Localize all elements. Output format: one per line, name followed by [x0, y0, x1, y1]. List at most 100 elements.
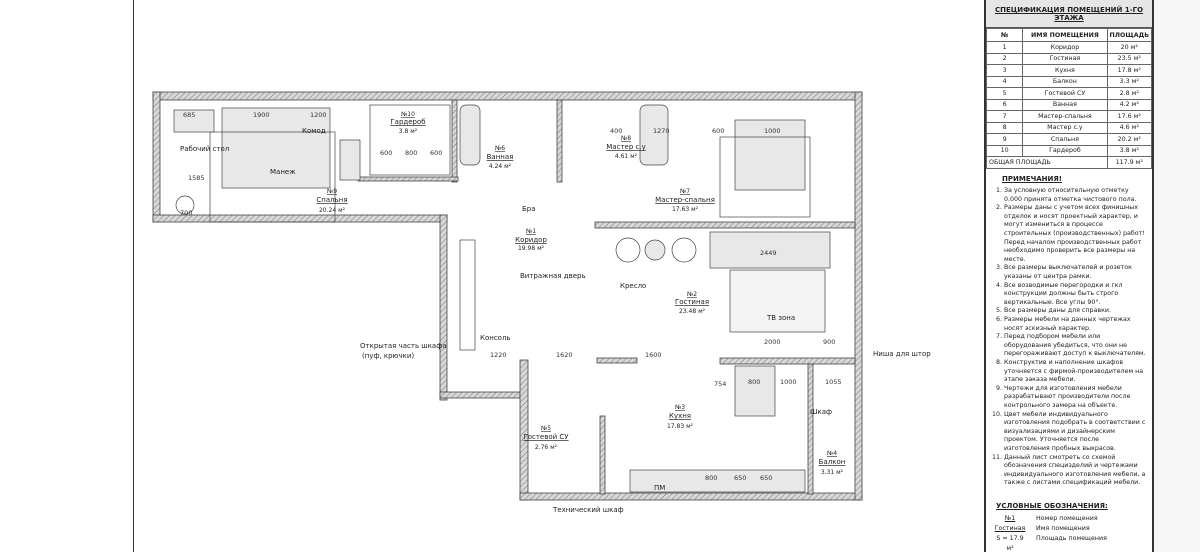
svg-text:754: 754 — [714, 380, 726, 388]
wardrobe — [369, 104, 451, 176]
spec-cell-no: 7 — [985, 110, 1024, 123]
svg-text:№10: №10 — [401, 111, 415, 118]
spec-cell-name: Гостевой СУ — [1022, 87, 1108, 100]
total-area: 117.9 м² — [1106, 156, 1153, 169]
note-item: Данный лист смотреть со схемой обозначен… — [1004, 454, 1146, 488]
svg-text:650: 650 — [734, 474, 746, 482]
notes-title: ПРИМЕЧАНИЯ! — [1002, 174, 1062, 183]
spec-cell-no: 4 — [985, 75, 1024, 88]
spec-title: СПЕЦИФИКАЦИЯ ПОМЕЩЕНИЙ 1-ГО ЭТАЖА — [986, 0, 1152, 28]
annotation-dresser: Комод — [302, 127, 326, 135]
kitchen-counter — [629, 469, 806, 493]
svg-text:650: 650 — [760, 474, 772, 482]
spec-cell-area: 17.8 м² — [1106, 64, 1153, 77]
spec-cell-area: 23.5 м² — [1106, 52, 1153, 65]
header-no: № — [985, 28, 1024, 42]
dresser — [339, 139, 361, 181]
spec-cell-no: 1 — [985, 41, 1024, 54]
annotation-console: Консоль — [480, 334, 511, 342]
armchair-1 — [615, 237, 641, 263]
svg-text:2.76 м²: 2.76 м² — [535, 444, 558, 451]
svg-text:4.24 м²: 4.24 м² — [489, 163, 512, 170]
dimensions: 685 1900 1200 1585 700 600 800 600 400 1… — [180, 111, 842, 482]
note-item: Размеры даны с учетом всех финишных отде… — [1004, 204, 1146, 264]
svg-text:Коридор: Коридор — [515, 236, 547, 244]
spec-panel: СПЕЦИФИКАЦИЯ ПОМЕЩЕНИЙ 1-ГО ЭТАЖА № ИМЯ … — [984, 0, 1154, 552]
svg-text:1900: 1900 — [253, 111, 270, 119]
spec-cell-no: 10 — [985, 144, 1024, 157]
svg-text:400: 400 — [610, 127, 622, 135]
sheet-border-line — [133, 0, 134, 552]
legend-title: УСЛОВНЫЕ ОБОЗНАЧЕНИЯ: — [996, 501, 1108, 510]
svg-text:Мастер-спальня: Мастер-спальня — [655, 196, 715, 204]
note-item: Цвет мебели индивидуального изготовления… — [1004, 411, 1146, 454]
svg-text:800: 800 — [405, 149, 417, 157]
corridor-wardrobe — [459, 239, 476, 351]
svg-text:17.83 м²: 17.83 м² — [667, 423, 694, 430]
annotation-closet: Шкаф — [810, 408, 832, 416]
svg-text:600: 600 — [430, 149, 442, 157]
coffee-table — [644, 239, 666, 261]
bed-bedroom — [221, 107, 331, 189]
svg-text:4.61 м²: 4.61 м² — [615, 153, 638, 160]
svg-text:№9: №9 — [327, 188, 337, 195]
spec-cell-no: 5 — [985, 87, 1024, 100]
spec-cell-name: Ванная — [1022, 98, 1108, 111]
spec-cell-name: Спальня — [1022, 133, 1108, 146]
annotation-desk: Рабочий стол — [180, 145, 229, 153]
rug — [209, 131, 336, 223]
svg-text:№2: №2 — [687, 291, 697, 298]
svg-text:Ванная: Ванная — [487, 153, 514, 161]
spec-total-row: ОБЩАЯ ПЛОЩАДЬ 117.9 м² — [986, 156, 1153, 169]
note-item: Все размеры выключателей и розеток указа… — [1004, 264, 1146, 281]
svg-text:1000: 1000 — [764, 127, 781, 135]
furniture — [173, 104, 831, 493]
note-item: За условную относительную отметку 0.000 … — [1004, 187, 1146, 204]
svg-text:800: 800 — [748, 378, 760, 386]
svg-text:23.48 м²: 23.48 м² — [679, 308, 706, 315]
svg-text:900: 900 — [823, 338, 835, 346]
spec-cell-area: 20.2 м² — [1106, 133, 1153, 146]
note-item: Перед подбором мебели или оборудования у… — [1004, 333, 1146, 359]
annotation-armchair: Кресло — [620, 282, 646, 290]
note-item: Размеры мебели на данных чертежах носят … — [1004, 316, 1146, 333]
annotation-sconce: Бра — [522, 205, 536, 213]
spec-cell-name: Мастер-спальня — [1022, 110, 1108, 123]
svg-text:Кухня: Кухня — [669, 412, 691, 420]
svg-text:№7: №7 — [680, 188, 690, 195]
svg-text:№3: №3 — [675, 404, 685, 411]
svg-text:600: 600 — [712, 127, 724, 135]
svg-text:Спальня: Спальня — [316, 196, 347, 204]
svg-text:1000: 1000 — [780, 378, 797, 386]
svg-text:17.63 м²: 17.63 м² — [672, 206, 699, 213]
spec-cell-name: Мастер с.у — [1022, 121, 1108, 134]
note-item: Конструктив и наполнение шкафов уточняет… — [1004, 359, 1146, 385]
svg-text:№5: №5 — [541, 425, 551, 432]
svg-text:1220: 1220 — [490, 351, 507, 359]
svg-text:№6: №6 — [495, 145, 505, 152]
spec-cell-area: 20 м² — [1106, 41, 1153, 54]
annotations: Рабочий стол Комод Манеж Бра Витражная д… — [180, 127, 931, 514]
svg-text:685: 685 — [183, 111, 195, 119]
svg-text:3.8 м²: 3.8 м² — [399, 128, 418, 135]
svg-text:Гардероб: Гардероб — [390, 118, 425, 126]
svg-text:№1: №1 — [526, 228, 536, 235]
header-area: ПЛОЩАДЬ — [1106, 28, 1153, 42]
spec-cell-no: 8 — [985, 121, 1024, 134]
bathtub — [459, 104, 481, 166]
